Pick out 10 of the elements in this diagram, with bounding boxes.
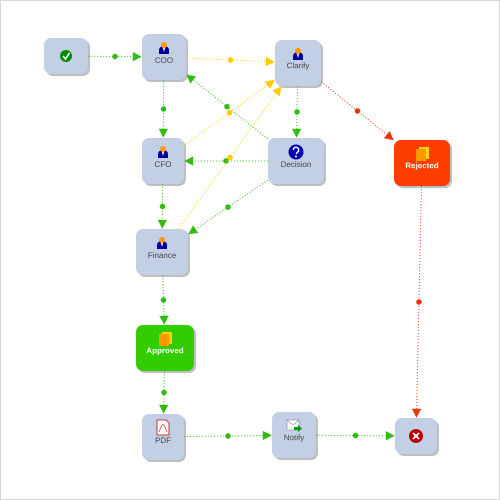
task-box: Clarify [275,40,323,88]
end-box [395,418,439,456]
status-box: Rejected [394,140,452,188]
task-box: CFO [142,138,186,186]
task-box: Finance [136,229,190,277]
task-box: COO [142,34,188,82]
task-box: Decision [268,138,326,186]
start-box [44,38,90,76]
task-box: Notify [272,412,318,460]
status-box: Approved [136,325,196,373]
